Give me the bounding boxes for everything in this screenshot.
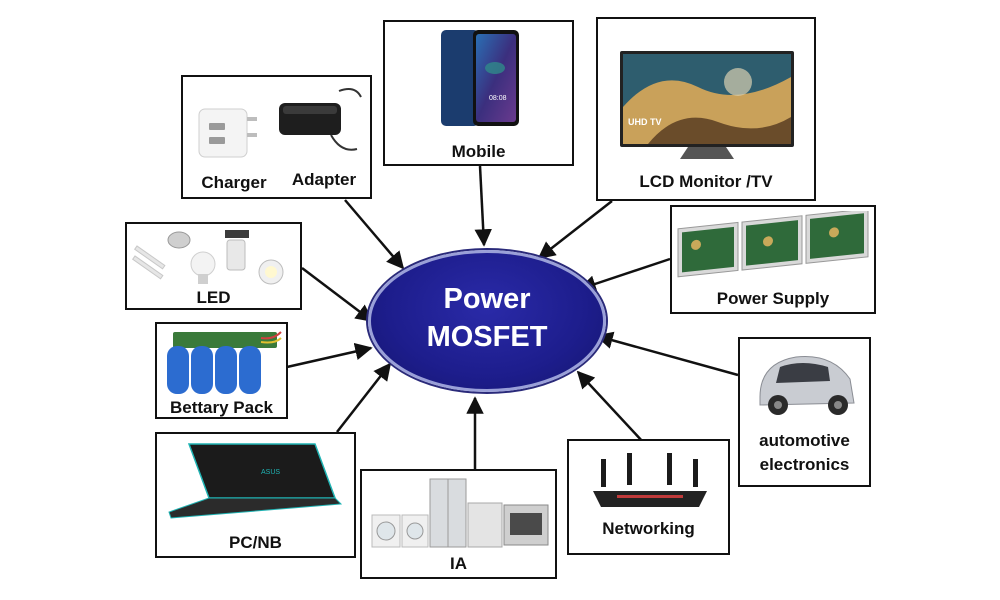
router-image bbox=[593, 453, 707, 507]
led-box: LED bbox=[125, 222, 302, 310]
center-line-1: Power bbox=[443, 283, 531, 315]
pc-nb-label: PC/NB bbox=[229, 533, 282, 552]
ia-box: IA bbox=[360, 469, 557, 579]
arrow-lcd-tv bbox=[537, 200, 613, 260]
led-image bbox=[132, 230, 284, 285]
automotive-label-line-1: automotive bbox=[759, 431, 850, 450]
arrow-battery bbox=[286, 342, 373, 369]
power-supply-label: Power Supply bbox=[716, 289, 830, 308]
adapter-image bbox=[279, 88, 362, 151]
power-supply-image bbox=[677, 211, 869, 278]
arrow-charger bbox=[344, 199, 405, 270]
arrow-networking bbox=[576, 370, 644, 443]
led-label: LED bbox=[196, 288, 231, 307]
pc-nb-box: ASUS PC/NB bbox=[155, 432, 356, 558]
laptop-logo-text: ASUS bbox=[261, 469, 280, 476]
arrow-power-supply bbox=[578, 257, 671, 293]
lcd-tv-box: UHD TV LCD Monitor /TV bbox=[596, 17, 816, 201]
charger-label: Charger bbox=[201, 173, 267, 192]
lcd-tv-label: LCD Monitor /TV bbox=[639, 172, 773, 191]
phone-time-text: 08:08 bbox=[489, 95, 507, 102]
adapter-label: Adapter bbox=[291, 170, 357, 189]
automotive-label-line-2: electronics bbox=[759, 455, 850, 474]
power-supply-box: Power Supply bbox=[670, 205, 876, 314]
tv-badge-text: UHD TV bbox=[628, 117, 662, 127]
mobile-box: 08:08 Mobile bbox=[383, 20, 574, 166]
ia-label: IA bbox=[450, 554, 467, 573]
charger-adapter-box: Charger Adapter bbox=[181, 75, 372, 199]
phone-image: 08:08 bbox=[441, 30, 519, 126]
laptop-image: ASUS bbox=[168, 443, 343, 519]
battery-pack-box: Bettary Pack bbox=[155, 322, 288, 419]
charger-image bbox=[198, 108, 257, 158]
arrow-automotive bbox=[595, 331, 739, 377]
automotive-box: automotive electronics bbox=[738, 337, 871, 487]
mobile-label: Mobile bbox=[451, 142, 506, 161]
arrow-pc-nb bbox=[336, 362, 392, 433]
car-image bbox=[759, 355, 855, 415]
appliances-image bbox=[371, 478, 549, 548]
center-line-2: MOSFET bbox=[426, 321, 548, 353]
arrow-mobile bbox=[474, 165, 492, 247]
battery-pack-label: Bettary Pack bbox=[169, 398, 273, 417]
networking-label: Networking bbox=[602, 519, 695, 538]
battery-pack-image bbox=[167, 331, 282, 394]
arrow-led bbox=[301, 267, 374, 323]
tv-image: UHD TV bbox=[620, 51, 794, 159]
power-mosfet-node: Power MOSFET bbox=[368, 250, 606, 392]
networking-box: Networking bbox=[567, 439, 730, 555]
